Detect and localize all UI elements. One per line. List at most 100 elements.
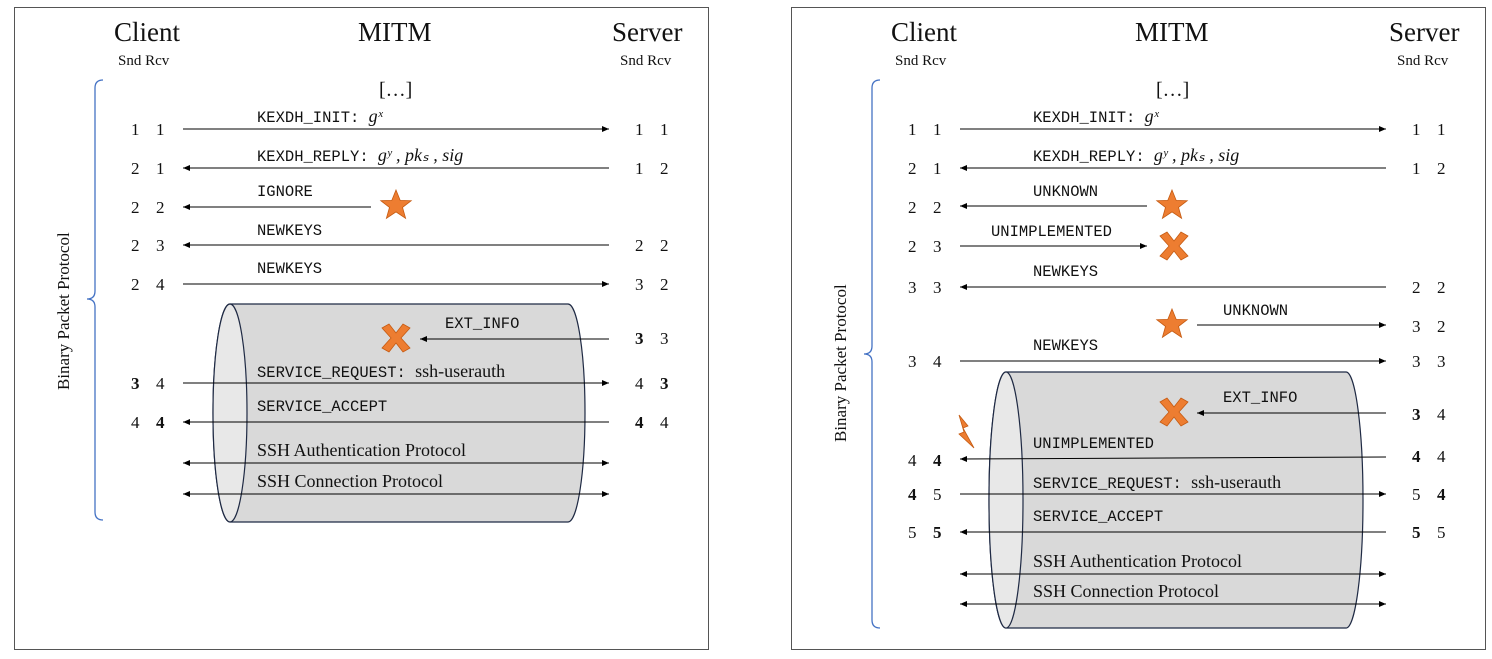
msg-conn-protocol: SSH Connection Protocol (257, 471, 444, 491)
server-rcv: 4 (660, 413, 669, 432)
msg-newkeys-1: NEWKEYS (257, 222, 323, 240)
msg-newkeys-2: NEWKEYS (1033, 337, 1099, 355)
msg-ext-info: EXT_INFO (445, 315, 520, 333)
client-snd: 3 (908, 278, 917, 297)
client-snd: 2 (908, 198, 917, 217)
server-snd: 4 (635, 374, 644, 393)
encrypted-channel-cylinder (212, 303, 586, 523)
client-rcv: 1 (156, 159, 165, 178)
panel-1-graphics (86, 79, 609, 523)
msg-newkeys-2: NEWKEYS (257, 260, 323, 278)
arrow-unimplemented-2 (959, 455, 1387, 462)
server-snd: 5 (1412, 523, 1421, 542)
server-rcv: 2 (1437, 278, 1446, 297)
client-snd: 2 (131, 198, 140, 217)
server-rcv: 3 (660, 374, 669, 393)
diagram-panel-1: Client MITM Server Snd Rcv Snd Rcv […] B… (14, 7, 709, 650)
server-rcv: 4 (1437, 485, 1446, 504)
msg-service-accept: SERVICE_ACCEPT (1033, 508, 1164, 526)
msg-service-accept: SERVICE_ACCEPT (257, 398, 388, 416)
client-rcv: 4 (933, 451, 942, 470)
panel-2-graphics (863, 79, 1387, 629)
client-snd: 1 (908, 120, 917, 139)
client-rcv: 1 (156, 120, 165, 139)
msg-unimplemented-2: UNIMPLEMENTED (1033, 435, 1154, 453)
server-snd: 1 (1412, 120, 1421, 139)
star-icon (1155, 188, 1189, 220)
server-snd: 1 (635, 120, 644, 139)
msg-unknown-2: UNKNOWN (1223, 302, 1289, 320)
client-header: Client (891, 17, 957, 47)
msg-kexdh-init: KEXDH_INIT: gˣ (257, 106, 383, 127)
msg-kexdh-reply: KEXDH_REPLY: gʸ , pkₛ , sig (257, 145, 464, 166)
client-snd: 3 (908, 352, 917, 371)
server-snd: 5 (1412, 485, 1421, 504)
server-snd: 1 (1412, 159, 1421, 178)
cross-icon (1159, 231, 1189, 261)
client-rcv: 4 (933, 352, 942, 371)
server-rcv: 2 (660, 275, 669, 294)
msg-kexdh-reply: KEXDH_REPLY: gʸ , pkₛ , sig (1033, 145, 1240, 166)
lightning-icon (958, 414, 975, 449)
bpp-brace (86, 79, 104, 521)
client-rcv: 4 (156, 374, 165, 393)
server-rcv: 3 (660, 329, 669, 348)
client-rcv: 1 (933, 159, 942, 178)
server-rcv: 4 (1437, 405, 1446, 424)
msg-ext-info: EXT_INFO (1223, 389, 1298, 407)
client-rcv: 5 (933, 485, 942, 504)
server-rcv: 1 (1437, 120, 1446, 139)
client-snd: 4 (908, 485, 917, 504)
client-snd: 4 (131, 413, 140, 432)
msg-ignore: IGNORE (257, 183, 313, 201)
server-rcv: 2 (1437, 159, 1446, 178)
bpp-label: Binary Packet Protocol (54, 232, 73, 390)
server-rcv: 2 (660, 159, 669, 178)
client-snd: 3 (131, 374, 140, 393)
server-rcv: 2 (1437, 317, 1446, 336)
ellipsis: […] (379, 79, 413, 101)
msg-newkeys-1: NEWKEYS (1033, 263, 1099, 281)
client-rcv: 1 (933, 120, 942, 139)
client-rcv: 3 (933, 237, 942, 256)
msg-unknown-1: UNKNOWN (1033, 183, 1099, 201)
ellipsis: […] (1156, 79, 1190, 101)
msg-auth-protocol: SSH Authentication Protocol (257, 440, 466, 460)
client-rcv: 4 (156, 413, 165, 432)
client-snd: 2 (908, 159, 917, 178)
server-snd: 4 (635, 413, 644, 432)
star-icon (1155, 307, 1189, 339)
cross-icon (1159, 397, 1189, 427)
server-snd-rcv: Snd Rcv (1397, 53, 1449, 69)
encrypted-channel-cylinder (988, 371, 1364, 629)
server-rcv: 4 (1437, 447, 1446, 466)
server-snd: 2 (635, 236, 644, 255)
msg-conn-protocol: SSH Connection Protocol (1033, 581, 1220, 601)
server-snd: 3 (1412, 405, 1421, 424)
server-rcv: 5 (1437, 523, 1446, 542)
client-snd: 2 (131, 275, 140, 294)
cross-icon (381, 323, 411, 353)
server-header: Server (1389, 17, 1460, 47)
client-rcv: 2 (156, 198, 165, 217)
server-snd: 4 (1412, 447, 1421, 466)
star-icon (379, 188, 413, 220)
server-snd-rcv: Snd Rcv (620, 53, 672, 69)
client-header: Client (114, 17, 180, 47)
server-snd: 2 (1412, 278, 1421, 297)
server-header: Server (612, 17, 683, 47)
client-snd-rcv: Snd Rcv (895, 53, 947, 69)
client-rcv: 2 (933, 198, 942, 217)
msg-kexdh-init: KEXDH_INIT: gˣ (1033, 106, 1159, 127)
client-rcv: 3 (156, 236, 165, 255)
client-snd: 2 (131, 159, 140, 178)
bpp-label: Binary Packet Protocol (831, 284, 850, 442)
server-rcv: 2 (660, 236, 669, 255)
bpp-brace (863, 79, 881, 629)
server-snd: 3 (635, 275, 644, 294)
msg-unimplemented-1: UNIMPLEMENTED (991, 223, 1112, 241)
client-snd: 2 (131, 236, 140, 255)
client-snd: 4 (908, 451, 917, 470)
server-rcv: 1 (660, 120, 669, 139)
server-snd: 3 (1412, 317, 1421, 336)
